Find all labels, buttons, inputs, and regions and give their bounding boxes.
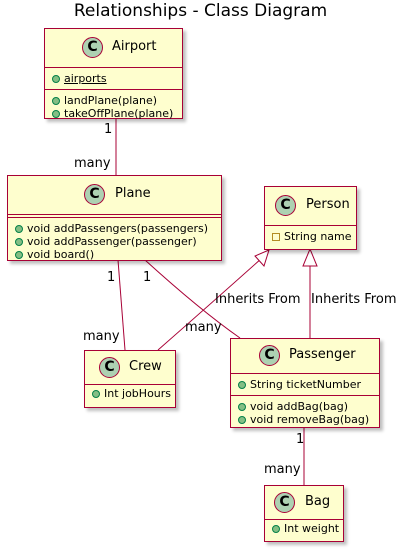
edge-plane-passenger bbox=[144, 259, 241, 339]
class-header: C Plane bbox=[8, 176, 221, 215]
method: void addBag(bag) bbox=[238, 400, 379, 413]
multiplicity-plane-passenger-to: many bbox=[185, 320, 222, 335]
edge-crew-person bbox=[157, 257, 263, 351]
attributes-section: String name bbox=[265, 226, 356, 247]
attributes-section: String ticketNumber bbox=[231, 374, 379, 396]
method: takeOffPlane(plane) bbox=[52, 107, 182, 120]
class-passenger: C Passenger String ticketNumber void add… bbox=[230, 338, 380, 428]
class-name: Airport bbox=[112, 39, 157, 54]
attribute: airports bbox=[52, 72, 182, 85]
class-name: Passenger bbox=[289, 347, 356, 362]
multiplicity-passenger-bag-to: many bbox=[264, 462, 301, 477]
attribute: String ticketNumber bbox=[238, 378, 379, 391]
attributes-section: Int weight bbox=[265, 520, 343, 539]
class-header: C Bag bbox=[265, 486, 343, 520]
attributes-section: Int jobHours bbox=[85, 385, 175, 404]
class-name: Crew bbox=[129, 359, 162, 374]
edge-plane-crew bbox=[117, 259, 126, 351]
attribute: String name bbox=[272, 230, 356, 243]
method: void addPassenger(passenger) bbox=[15, 235, 221, 248]
diagram-title: Relationships - Class Diagram bbox=[73, 1, 328, 21]
class-c-icon: C bbox=[259, 345, 280, 366]
methods-section: void addBag(bag) void removeBag(bag) bbox=[231, 396, 379, 430]
inherits-label-crew: Inherits From bbox=[215, 292, 301, 307]
class-airport: C Airport airports landPlane(plane) take… bbox=[44, 28, 183, 120]
inheritance-arrow-passenger bbox=[302, 247, 318, 267]
multiplicity-airport-side: 1 bbox=[104, 122, 113, 137]
multiplicity-passenger-bag-from: 1 bbox=[296, 432, 305, 447]
multiplicity-plane-crew-from: 1 bbox=[107, 270, 116, 285]
inherits-label-passenger: Inherits From bbox=[311, 292, 397, 307]
class-c-icon: C bbox=[84, 184, 105, 205]
method: landPlane(plane) bbox=[52, 94, 182, 107]
class-header: C Person bbox=[265, 187, 356, 226]
attribute: Int weight bbox=[272, 522, 343, 535]
class-c-icon: C bbox=[99, 357, 120, 378]
class-c-icon: C bbox=[274, 492, 295, 513]
attribute: Int jobHours bbox=[92, 387, 175, 400]
methods-section: void addPassengers(passengers) void addP… bbox=[8, 218, 221, 265]
class-name: Plane bbox=[115, 186, 151, 201]
attributes-section bbox=[8, 215, 221, 218]
attribute-text: airports bbox=[64, 72, 107, 85]
class-plane: C Plane void addPassengers(passengers) v… bbox=[7, 175, 222, 261]
class-header: C Airport bbox=[45, 29, 182, 68]
multiplicity-plane-crew-to: many bbox=[83, 329, 120, 344]
class-header: C Crew bbox=[85, 351, 175, 385]
class-c-icon: C bbox=[275, 195, 296, 216]
multiplicity-plane-passenger-from: 1 bbox=[143, 270, 152, 285]
class-header: C Passenger bbox=[231, 339, 379, 374]
class-c-icon: C bbox=[82, 37, 103, 58]
method: void removeBag(bag) bbox=[238, 413, 379, 426]
method: void addPassengers(passengers) bbox=[15, 222, 221, 235]
multiplicity-plane-side: many bbox=[74, 156, 111, 171]
class-bag: C Bag Int weight bbox=[264, 485, 344, 542]
class-crew: C Crew Int jobHours bbox=[84, 350, 176, 408]
method: void board() bbox=[15, 248, 221, 261]
inheritance-arrow-crew bbox=[254, 249, 270, 267]
class-name: Bag bbox=[305, 494, 331, 509]
class-person: C Person String name bbox=[264, 186, 357, 250]
class-name: Person bbox=[306, 197, 350, 212]
attributes-section: airports bbox=[45, 68, 182, 90]
methods-section: landPlane(plane) takeOffPlane(plane) bbox=[45, 90, 182, 124]
